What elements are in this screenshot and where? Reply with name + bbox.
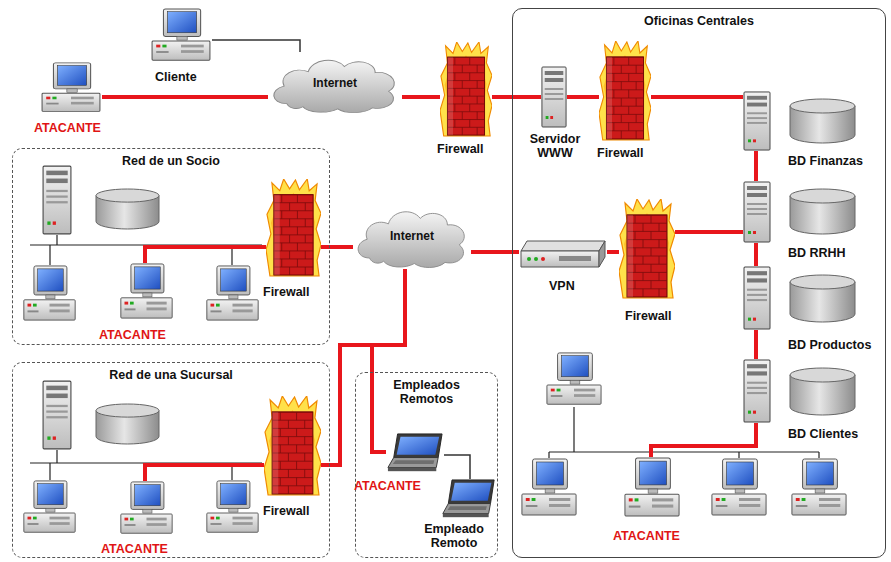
firewall-node: Firewall — [264, 396, 321, 496]
region-title: Red de una Sucursal — [13, 368, 329, 382]
device-icon — [743, 266, 858, 330]
vpn-node: VPN — [519, 239, 607, 269]
network-region: Red de un SocioFirewallATACANTE — [12, 148, 330, 345]
server-node: Servidor WWW — [541, 66, 567, 128]
attack-path — [756, 151, 757, 181]
device-icon — [266, 179, 321, 277]
attacker-label: ATACANTE — [613, 529, 680, 543]
firewall-node: Firewall — [266, 179, 321, 277]
computer-node: ATACANTE — [119, 481, 174, 536]
device-label: Firewall — [597, 146, 644, 160]
network-link — [212, 40, 300, 52]
device-label: Firewall — [625, 309, 672, 323]
device-icon — [743, 359, 858, 423]
device-label: Firewall — [263, 285, 310, 299]
device-icon — [599, 41, 651, 141]
attack-path — [492, 97, 541, 98]
device-icon — [386, 433, 444, 473]
laptop-node: ATACANTE — [386, 433, 444, 473]
device-label: Firewall — [263, 504, 310, 518]
device-icon — [519, 239, 607, 269]
attack-path — [321, 247, 353, 248]
attack-path — [756, 243, 757, 266]
region-title: Oficinas Centrales — [513, 14, 885, 28]
device-icon — [119, 481, 174, 536]
device-icon — [441, 479, 496, 519]
laptop-node: Empleado Remoto — [441, 479, 496, 519]
computer-node: ATACANTE — [623, 457, 681, 519]
computer-node: ATACANTE — [40, 62, 102, 114]
network-region: Empleados RemotosATACANTE Empleado Remoto — [355, 372, 498, 558]
cloud-label: Internet — [268, 52, 402, 114]
attack-path — [651, 97, 743, 98]
attacker-label: ATACANTE — [101, 542, 168, 556]
device-icon — [743, 181, 858, 243]
network-region: Red de una SucursalFirewallATACANTE — [12, 362, 330, 558]
attack-path — [372, 269, 405, 452]
network-region: Oficinas CentralesServidor WWWFirewallBD… — [512, 8, 886, 558]
firewall-node: Firewall — [619, 199, 675, 299]
computer-node: ATACANTE — [119, 263, 174, 321]
device-label: BD Productos — [788, 338, 871, 352]
database-node: BD RRHH — [743, 181, 858, 243]
attack-path — [651, 423, 756, 457]
device-icon — [40, 62, 102, 114]
firewall-node: Firewall — [440, 42, 492, 137]
device-icon — [264, 396, 321, 496]
region-title: Empleados Remotos — [382, 378, 472, 406]
attack-path — [675, 232, 743, 233]
cloud-label: Internet — [353, 203, 471, 269]
device-icon — [623, 457, 681, 519]
attack-path — [567, 97, 599, 98]
attacker-label: ATACANTE — [99, 328, 166, 342]
attacker-label: ATACANTE — [34, 121, 101, 135]
internet-cloud: Internet — [353, 203, 471, 269]
region-title: Red de un Socio — [13, 154, 329, 168]
database-node: BD Productos — [743, 266, 858, 330]
device-label: BD Clientes — [788, 427, 858, 441]
attack-path — [402, 97, 440, 98]
attack-path — [756, 330, 757, 359]
device-label: Empleado Remoto — [414, 522, 494, 550]
attack-path — [607, 252, 619, 253]
database-node: BD Finanzas — [743, 91, 858, 151]
attack-path — [145, 465, 264, 481]
device-icon — [743, 91, 858, 151]
device-icon — [541, 66, 567, 128]
device-label: VPN — [549, 279, 575, 293]
device-label: BD Finanzas — [788, 154, 863, 168]
device-icon — [119, 263, 174, 321]
device-icon — [440, 42, 492, 137]
device-label: BD RRHH — [788, 246, 846, 260]
firewall-node: Firewall — [599, 41, 651, 141]
attack-path — [321, 269, 405, 465]
database-node: BD Clientes — [743, 359, 858, 423]
attacker-label: ATACANTE — [354, 479, 421, 493]
device-icon — [619, 199, 675, 299]
attack-path — [145, 247, 266, 263]
device-icon — [150, 8, 212, 63]
attack-path — [102, 97, 268, 98]
device-label: Cliente — [155, 70, 197, 84]
device-label: Servidor WWW — [522, 132, 588, 160]
device-label: Firewall — [437, 142, 484, 156]
internet-cloud: Internet — [268, 52, 402, 114]
computer-node: Cliente — [150, 8, 212, 63]
network-link — [444, 455, 470, 479]
